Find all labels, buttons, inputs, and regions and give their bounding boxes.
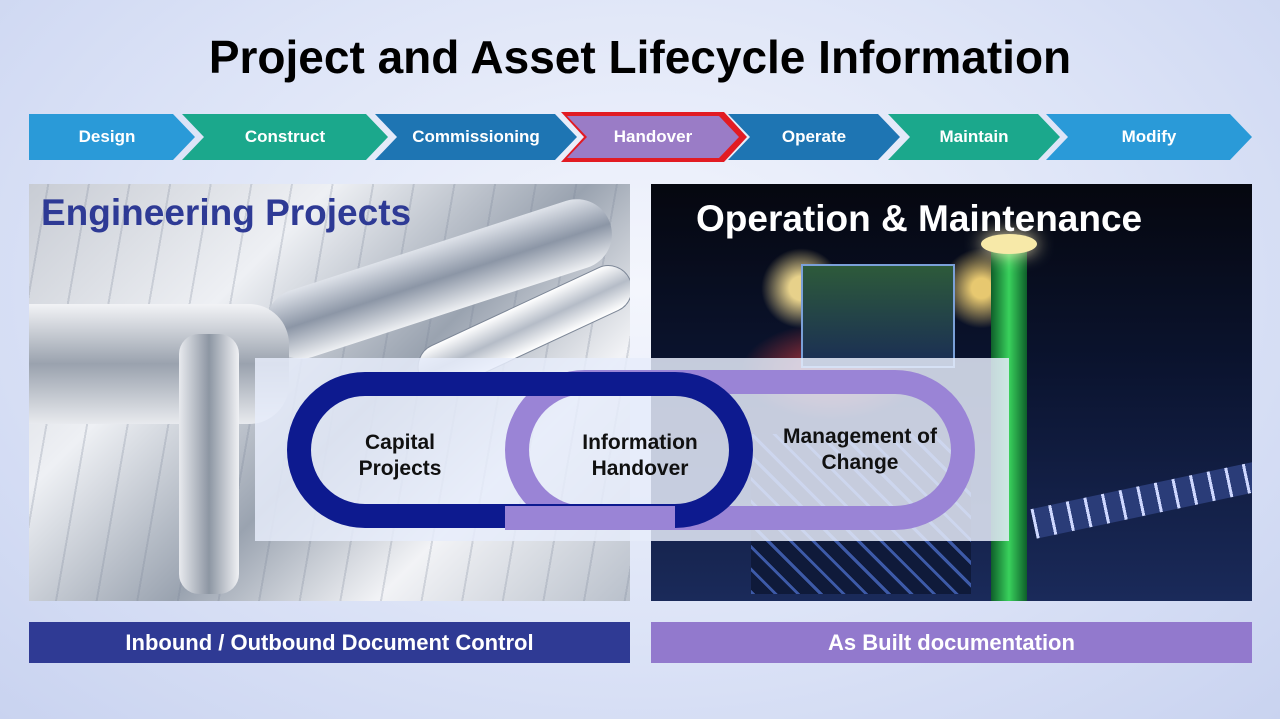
capital-projects-loop [287, 372, 753, 528]
tower-shape [981, 234, 1037, 254]
stage-label: Maintain [939, 127, 1009, 146]
stage-label: Operate [781, 127, 847, 146]
stage-modify[interactable]: Modify [1046, 114, 1252, 160]
stage-label: Handover [613, 127, 693, 146]
engineering-projects-title: Engineering Projects [41, 192, 412, 233]
beam-shape [1030, 459, 1252, 539]
page-title: Project and Asset Lifecycle Information [208, 31, 1072, 83]
loops-graphic [287, 370, 975, 530]
stage-handover[interactable]: Handover [567, 116, 739, 158]
loop-interlock [505, 506, 675, 530]
stage-design[interactable]: Design [29, 114, 195, 160]
pipe-shape [29, 304, 289, 424]
stage-label: Commissioning [412, 127, 540, 146]
capital-projects-label: Capital Projects [358, 431, 442, 480]
pipe-shape [179, 334, 239, 594]
as-built-documentation-bar: As Built documentation [651, 622, 1252, 663]
management-of-change-label: Management of Change [782, 425, 937, 474]
information-handover-label: Information Handover [582, 431, 698, 480]
lifecycle-stages: Design Construct Commissioning Handover … [0, 114, 1280, 160]
structure-shape [801, 264, 955, 368]
operation-maintenance-title: Operation & Maintenance [696, 198, 1143, 239]
document-control-bar: Inbound / Outbound Document Control [29, 622, 630, 663]
stage-label: Design [78, 127, 136, 146]
stage-label: Modify [1121, 127, 1177, 146]
stage-operate[interactable]: Operate [728, 114, 900, 160]
stage-commissioning[interactable]: Commissioning [375, 114, 577, 160]
lifecycle-loops: Capital Projects Information Handover Ma… [255, 358, 1009, 541]
stage-construct[interactable]: Construct [182, 114, 388, 160]
stage-maintain[interactable]: Maintain [888, 114, 1060, 160]
stage-label: Construct [244, 127, 326, 146]
